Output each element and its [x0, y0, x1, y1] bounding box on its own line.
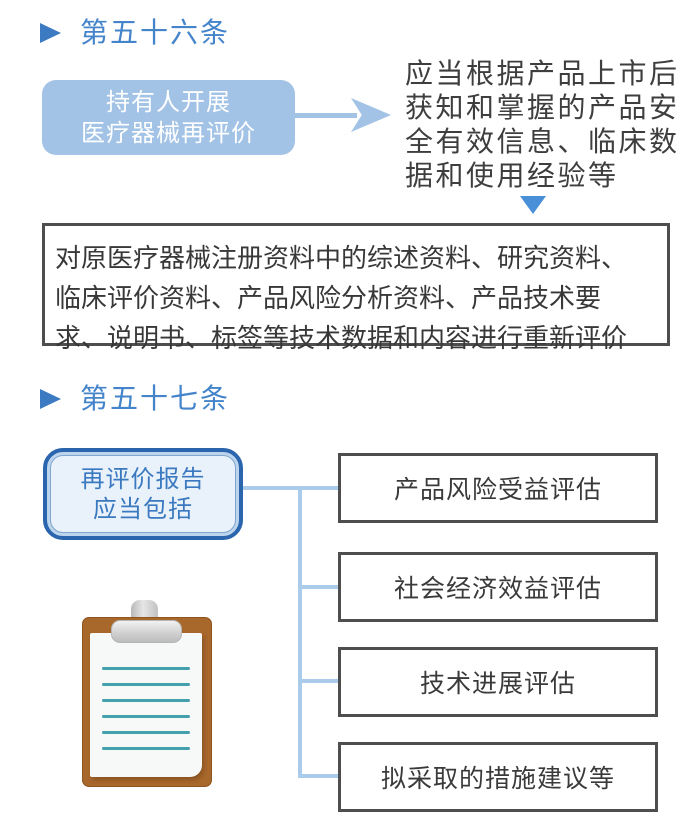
clipboard-clip: [111, 620, 182, 643]
article-57-heading-label: 第五十七条: [80, 382, 231, 415]
arrow-right-head-icon: [351, 98, 391, 132]
clipboard-paper: [90, 633, 202, 777]
note-line: 据和使用经验等: [405, 159, 619, 192]
connector-branch-line: [298, 774, 338, 778]
result-line: 临床评价资料、产品风险分析资料、产品技术要: [55, 284, 602, 314]
item-label: 产品风险受益评估: [393, 475, 602, 504]
report-include-line-2: 应当包括: [93, 495, 193, 523]
item-label: 技术进展评估: [419, 669, 576, 698]
report-include-line-1: 再评价报告: [80, 465, 206, 493]
item-label: 拟采取的措施建议等: [380, 764, 615, 793]
clipboard-paper-line: [102, 699, 190, 702]
holder-reevaluation-box: 持有人开展 医疗器械再评价: [42, 80, 295, 155]
connector-branch-line: [302, 679, 338, 683]
result-line: 求、说明书、标签等技术数据和内容进行重新评价: [55, 324, 628, 354]
connector-branch-line: [302, 585, 338, 589]
article-56-heading-label: 第五十六条: [80, 16, 231, 49]
reevaluation-content-box: 对原医疗器械注册资料中的综述资料、研究资料、 临床评价资料、产品风险分析资料、产…: [42, 223, 670, 354]
result-line: 对原医疗器械注册资料中的综述资料、研究资料、: [55, 244, 628, 274]
report-include-box-inner: 再评价报告 应当包括: [50, 455, 236, 533]
holder-reevaluation-line-2: 医疗器械再评价: [81, 118, 256, 147]
triangle-right-icon: [40, 389, 61, 409]
clipboard-icon: [82, 598, 212, 788]
triangle-right-icon: [40, 23, 61, 43]
arrow-right-icon: [295, 113, 357, 118]
report-include-box: 再评价报告 应当包括: [43, 448, 243, 540]
item-box-social-economic-benefit: 社会经济效益评估: [338, 552, 658, 622]
item-box-product-risk-benefit: 产品风险受益评估: [338, 453, 658, 523]
holder-reevaluation-line-1: 持有人开展: [106, 87, 231, 116]
postmarket-info-note: 应当根据产品上市后 获知和掌握的产品安 全有效信息、临床数 据和使用经验等: [405, 57, 680, 193]
item-box-proposed-measures: 拟采取的措施建议等: [338, 742, 658, 812]
connector-root-line: [243, 486, 338, 490]
article-57-heading: 第五十七条: [40, 385, 230, 413]
item-box-technology-progress: 技术进展评估: [338, 647, 658, 717]
clipboard-paper-line: [102, 683, 190, 686]
article-56-heading: 第五十六条: [40, 19, 230, 47]
note-line: 获知和掌握的产品安: [405, 91, 680, 124]
item-label: 社会经济效益评估: [393, 574, 602, 603]
note-line: 应当根据产品上市后: [405, 57, 680, 90]
clipboard-paper-line: [102, 667, 190, 670]
clipboard-paper-line: [102, 715, 190, 718]
clipboard-paper-line: [102, 747, 190, 750]
triangle-down-icon: [520, 196, 546, 214]
clipboard-paper-line: [102, 731, 190, 734]
note-line: 全有效信息、临床数: [405, 125, 680, 158]
connector-spine-line: [298, 486, 302, 778]
